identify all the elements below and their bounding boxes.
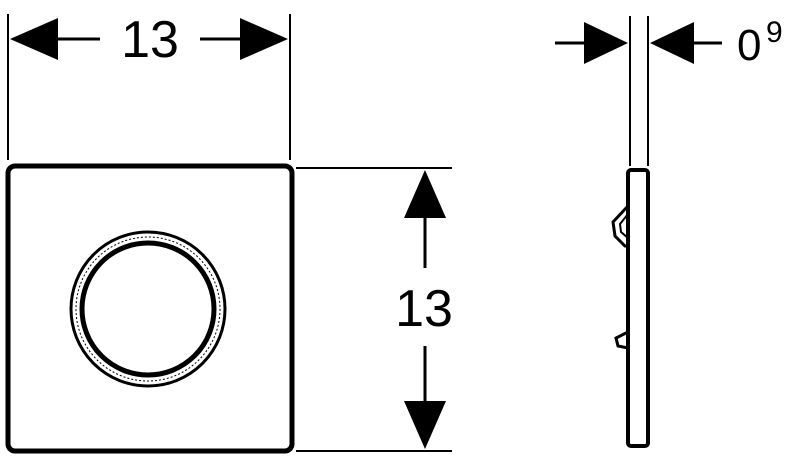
thickness-arrow-left bbox=[584, 22, 628, 64]
thickness-arrow-right bbox=[650, 22, 694, 64]
thickness-dimension: 0 9 bbox=[555, 16, 783, 166]
height-dimension: 13 bbox=[296, 167, 453, 452]
plate-outline bbox=[5, 163, 295, 454]
height-arrow-top bbox=[404, 170, 446, 218]
thickness-value: 0 bbox=[737, 21, 761, 70]
thickness-superscript: 9 bbox=[766, 16, 783, 49]
width-value: 13 bbox=[121, 11, 179, 69]
height-value: 13 bbox=[395, 280, 453, 338]
front-view bbox=[5, 163, 295, 454]
width-arrow-right bbox=[240, 18, 288, 60]
mounting-clip-lower bbox=[614, 330, 629, 350]
side-view bbox=[611, 168, 650, 448]
width-arrow-left bbox=[10, 18, 58, 60]
width-dimension: 13 bbox=[7, 11, 291, 160]
mounting-clip-upper bbox=[611, 204, 630, 248]
actuator-ring-outer bbox=[69, 230, 227, 388]
mounting-clip-upper-detail bbox=[618, 213, 629, 239]
actuator-ring-inner bbox=[79, 240, 217, 378]
height-arrow-bottom bbox=[404, 401, 446, 449]
actuator-ring-mid bbox=[75, 236, 221, 382]
side-plate-outline bbox=[626, 168, 650, 448]
